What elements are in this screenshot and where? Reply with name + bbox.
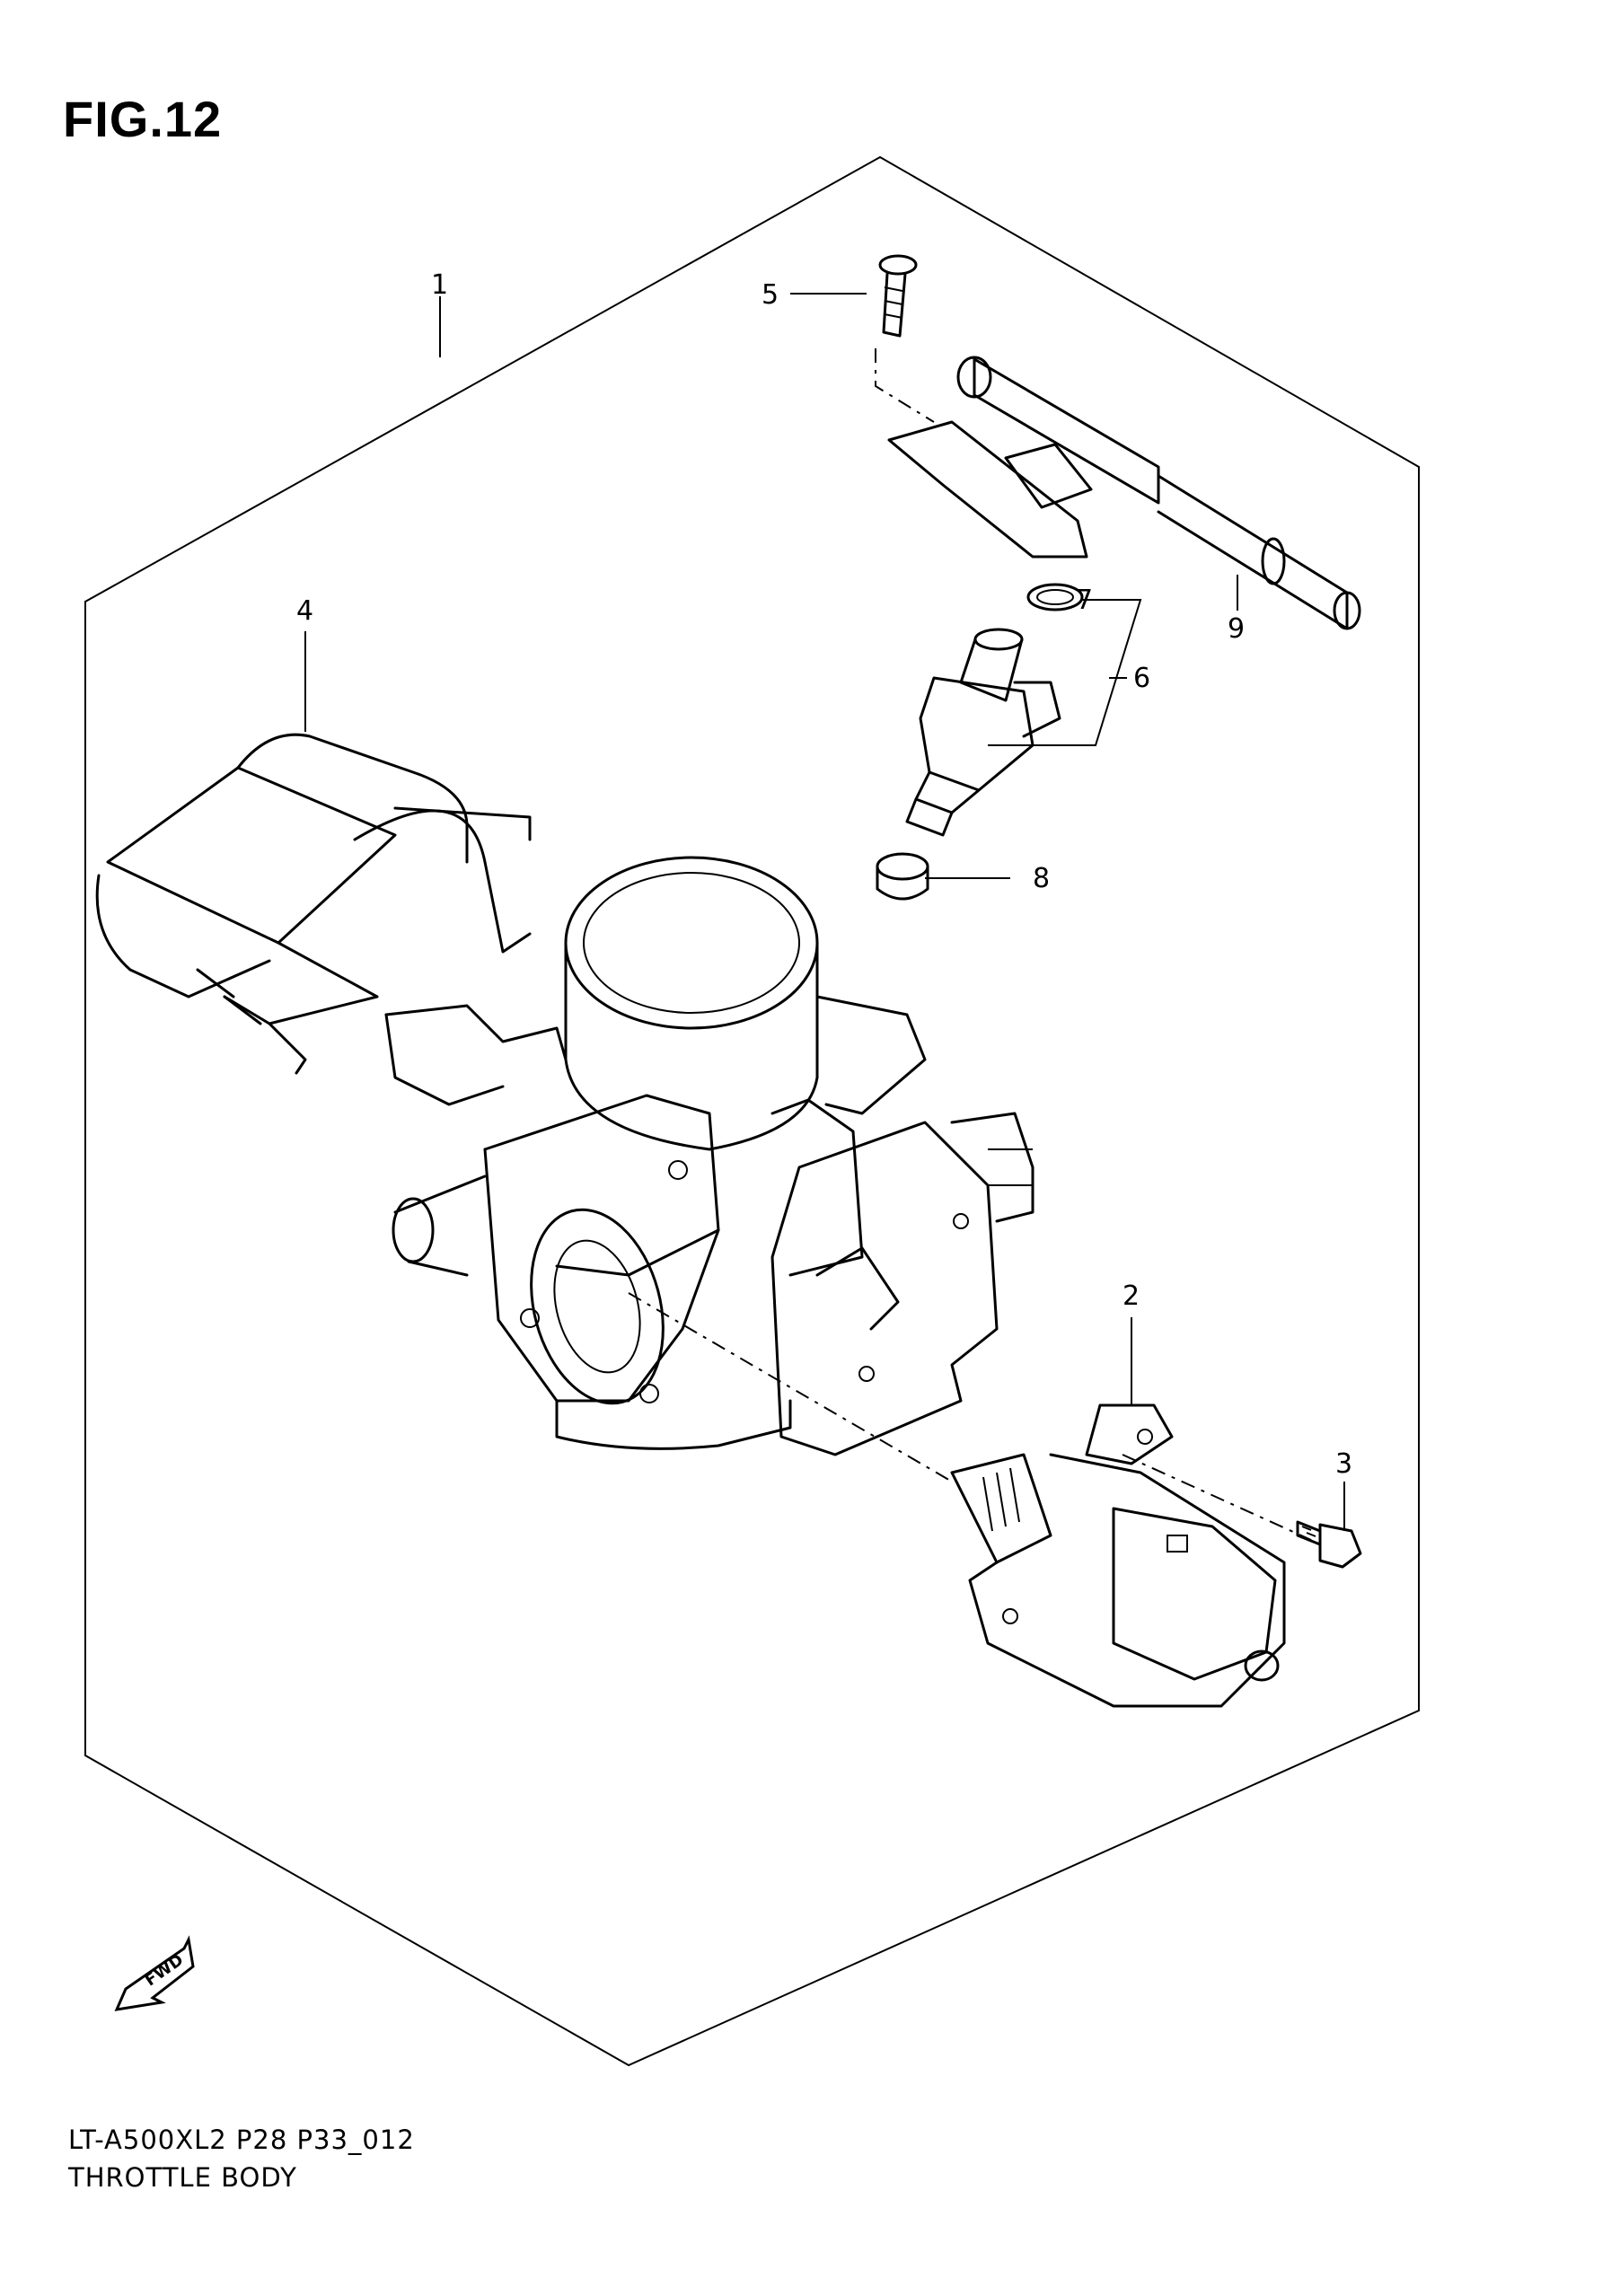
callout-9: 9 — [1228, 613, 1245, 645]
o-ring-part-7 — [1026, 583, 1084, 611]
callout-2: 2 — [1123, 1280, 1140, 1312]
bolt-part-3 — [1296, 1520, 1362, 1569]
callout-3: 3 — [1335, 1448, 1352, 1480]
callout-1: 1 — [431, 269, 448, 301]
leader-lines — [304, 293, 1345, 1541]
callout-7: 7 — [1076, 585, 1093, 616]
callout-8: 8 — [1033, 863, 1050, 894]
assembly-outline — [84, 155, 1420, 2067]
iac-valve-part-2 — [950, 1403, 1286, 1708]
fuel-pipe-part-9 — [887, 356, 1361, 630]
callout-5: 5 — [762, 279, 779, 311]
screw-part-5 — [878, 254, 918, 338]
figure-title: FIG.12 — [63, 91, 223, 147]
seal-part-8 — [876, 852, 929, 901]
fwd-arrow-icon: FWD — [114, 1935, 195, 2011]
throttle-body-main — [384, 856, 1035, 1456]
callout-6: 6 — [1133, 663, 1150, 694]
callout-4: 4 — [296, 595, 313, 627]
cover-part-4 — [95, 733, 532, 1075]
injector-part-6 — [905, 628, 1061, 837]
model-code: LT-A500XL2 P28 P33_012 — [68, 2124, 415, 2155]
section-name: THROTTLE BODY — [68, 2162, 297, 2193]
